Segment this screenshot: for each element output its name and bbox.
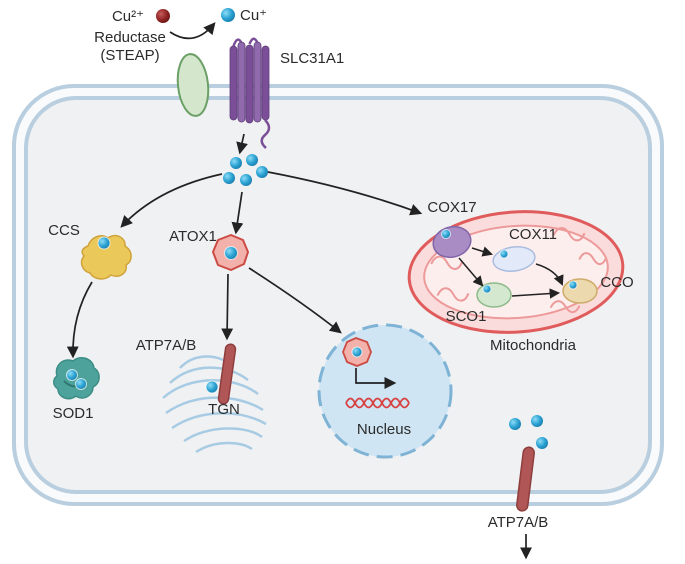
tgn-cisterna (195, 441, 253, 454)
tgn-cisterna (183, 427, 263, 443)
transporter-helix (245, 44, 254, 124)
sod1-label: SOD1 (53, 405, 94, 422)
arrow-atox1-to-atp7ab (221, 273, 234, 341)
tgn-label: TGN (208, 401, 240, 418)
cox17-label: COX17 (427, 199, 476, 216)
crista (549, 300, 581, 314)
reductase-label-line2: (STEAP) (100, 47, 159, 64)
arrow-sco1-to-cco (511, 288, 561, 299)
copper-ion (223, 172, 235, 184)
atp7ab-export-label: ATP7A/B (488, 514, 549, 531)
copper-ion (246, 154, 258, 166)
cuplus-label: Cu⁺ (240, 7, 267, 24)
atox1-label: ATOX1 (169, 228, 217, 245)
atp7ab-pump-tgn (217, 343, 237, 405)
cox11-label: COX11 (509, 226, 557, 243)
mitochondrial-copper-arrows (458, 246, 564, 299)
copper-ion (499, 249, 509, 259)
mitochondria-inner-membrane (423, 224, 609, 320)
atp7ab-tgn-label: ATP7A/B (136, 337, 197, 354)
copper-ion (441, 229, 451, 239)
arrow-cox11-to-cco (535, 263, 564, 286)
copper-ion (482, 284, 492, 294)
reduction-arrow (169, 22, 216, 40)
copper-ion (509, 418, 521, 430)
copper-ion (66, 369, 78, 381)
tgn-golgi (162, 355, 267, 454)
uptake-arrow (236, 133, 248, 155)
copper-ion (205, 380, 219, 394)
copper-ion (351, 346, 363, 358)
crista (578, 252, 608, 266)
reductase-enzyme (176, 53, 210, 117)
mitochondria-cristae (430, 226, 608, 314)
cco-label: CCO (600, 274, 633, 291)
tgn-cisterna (169, 366, 249, 384)
dna-helix (345, 397, 410, 409)
slc31a1-transporter (229, 37, 271, 149)
copper-ion (97, 236, 111, 250)
copper-ion (75, 378, 87, 390)
copper-ion (224, 246, 238, 260)
crista (436, 287, 470, 302)
cell-membrane-inner (24, 96, 652, 494)
ccs-label: CCS (48, 222, 80, 239)
cupric-ion (156, 9, 170, 23)
copper-ion (230, 157, 242, 169)
copper-ion-pool (223, 154, 268, 186)
arrow-to-mitochondria (267, 171, 423, 216)
ccs-chaperone (80, 234, 132, 280)
cuprous-ion (221, 8, 235, 22)
export-copper-ions (509, 415, 548, 449)
dna-strand (345, 397, 410, 409)
transporter-helix (237, 41, 246, 123)
sod1-protein (53, 357, 100, 400)
copper-ion (256, 166, 268, 178)
arrow-to-atox1 (231, 191, 244, 235)
crista (430, 255, 464, 270)
arrow-cox17-to-sco1 (458, 257, 484, 287)
copper-ion (536, 437, 548, 449)
transcription-arrow (355, 368, 397, 389)
cu2plus-label: Cu²⁺ (112, 8, 144, 25)
copper-ion (568, 280, 578, 290)
tgn-cisterna (171, 412, 267, 430)
reductase-label-line1: Reductase (94, 29, 166, 46)
dna-strand (345, 397, 410, 409)
tgn-cisterna (165, 396, 264, 415)
transporter-helix (229, 45, 238, 121)
tgn-cisterna (162, 379, 259, 399)
transporter-helix (253, 41, 262, 123)
nucleus-label: Nucleus (357, 421, 411, 438)
copper-ion (240, 174, 252, 186)
arrow-to-ccs (120, 173, 223, 228)
atp7ab-pump-membrane (516, 446, 535, 512)
crista (552, 226, 586, 242)
copper-ion (531, 415, 543, 427)
mitochondria-label: Mitochondria (490, 337, 577, 354)
arrow-ccs-to-sod1 (66, 281, 93, 359)
sco1-label: SCO1 (446, 308, 487, 325)
slc31a1-label: SLC31A1 (280, 50, 344, 67)
arrow-atox1-to-nucleus (248, 267, 342, 334)
sco1-protein (476, 282, 512, 308)
transporter-helix (261, 45, 270, 121)
transporter-tail (260, 119, 271, 149)
cco-protein (562, 278, 598, 304)
arrow-cox17-to-cox11 (471, 246, 494, 257)
